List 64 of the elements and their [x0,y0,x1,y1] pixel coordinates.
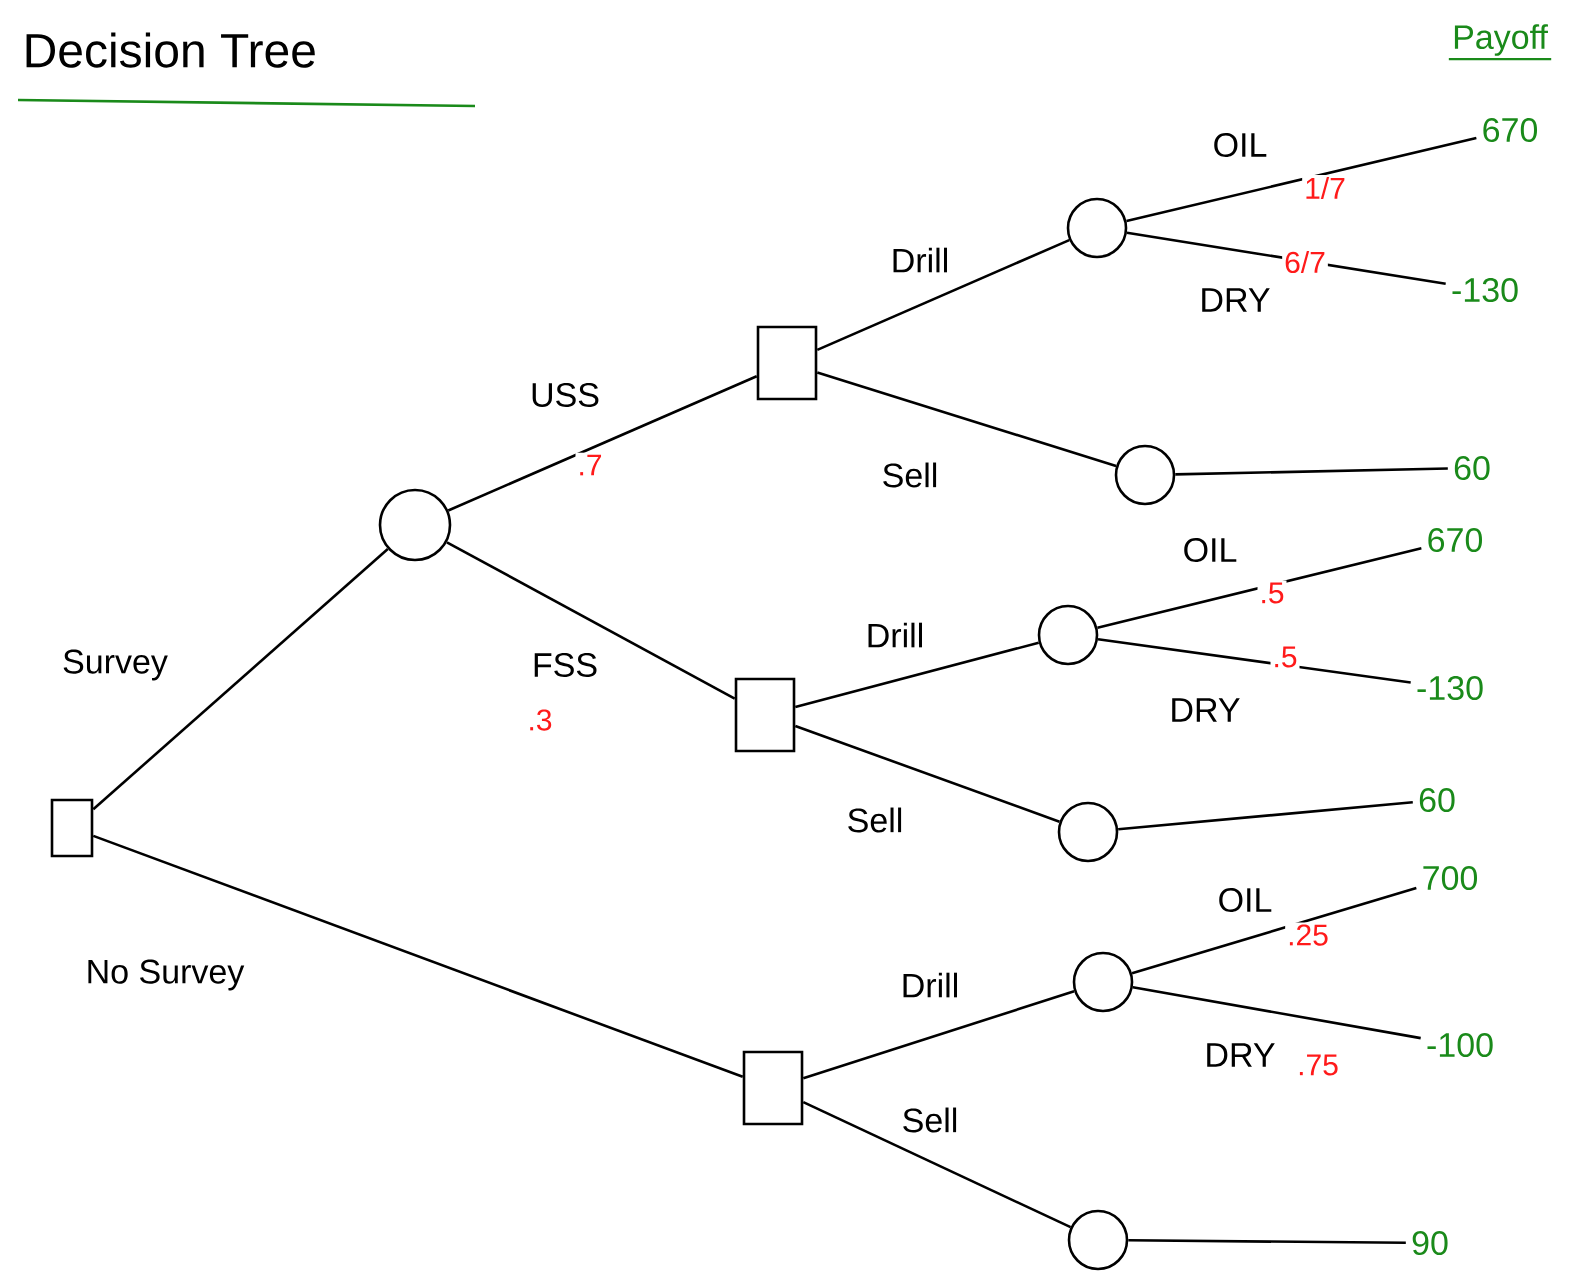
decision-square [734,677,796,753]
branch-label: Drill [888,245,952,275]
probability: .75 [1295,1052,1341,1078]
branch-line [794,641,1040,709]
chance-circle [1037,604,1099,666]
branch-label: DRY [1167,696,1243,724]
probability: 1/7 [1302,175,1348,201]
branch-label: USS [528,380,602,410]
chance-circle [1067,1209,1129,1271]
branch-line [816,371,1117,468]
branch-label: Sell [879,460,941,490]
branch-line [1118,800,1413,831]
payoff-value: 90 [1412,1231,1448,1256]
column-heading: Payoff [1448,22,1552,61]
decision-square [756,325,818,401]
branch-line [447,375,758,512]
branch-line [802,1101,1072,1229]
branch-label: Drill [863,620,927,650]
payoff-value: 60 [1419,787,1455,813]
chance-circle [1072,951,1134,1013]
chance-circle [1066,197,1128,259]
branch-line [1131,886,1417,975]
payoff-value: -130 [1452,277,1518,303]
probability: 6/7 [1282,249,1328,275]
title: Decision Tree [26,32,315,68]
chance-circle [378,488,452,562]
probability: .7 [575,452,605,478]
branch-line [92,834,744,1079]
branch-label: Sell [844,805,906,835]
chance-circle [1114,444,1176,506]
decision-square [50,798,94,858]
payoff-value: 60 [1454,455,1490,481]
branch-line [446,541,736,700]
branch-label: OIL [1215,886,1275,915]
branch-label: No Survey [83,957,247,993]
probability: .5 [1257,580,1287,606]
branch-label: Survey [60,647,170,683]
branch-line [1126,136,1477,223]
branch-label: OIL [1210,130,1270,160]
branch-line [1097,547,1422,630]
branch-label: FSS [529,651,601,680]
branch-line [802,990,1075,1080]
branch-line [1175,467,1448,476]
branch-label: OIL [1180,535,1240,565]
probability: .5 [1270,644,1300,670]
branch-line [794,724,1060,823]
chance-circle [1057,801,1119,863]
branch-line [1128,1239,1406,1245]
decision-square [742,1050,804,1126]
payoff-value: 670 [1483,117,1538,143]
payoff-value: 700 [1423,865,1478,891]
payoff-value: 670 [1428,527,1483,553]
probability: .25 [1285,922,1331,948]
branch-label: DRY [1197,286,1273,314]
branch-label: Drill [898,970,962,1000]
branch-line [92,548,389,811]
branch-line [1132,986,1421,1040]
branch-label: Sell [899,1105,961,1135]
probability: .3 [525,707,555,733]
payoff-value: -100 [1427,1032,1493,1058]
branch-line [1097,637,1411,684]
branch-label: DRY [1202,1041,1278,1069]
payoff-value: -130 [1417,675,1483,701]
branch-line [816,238,1070,352]
